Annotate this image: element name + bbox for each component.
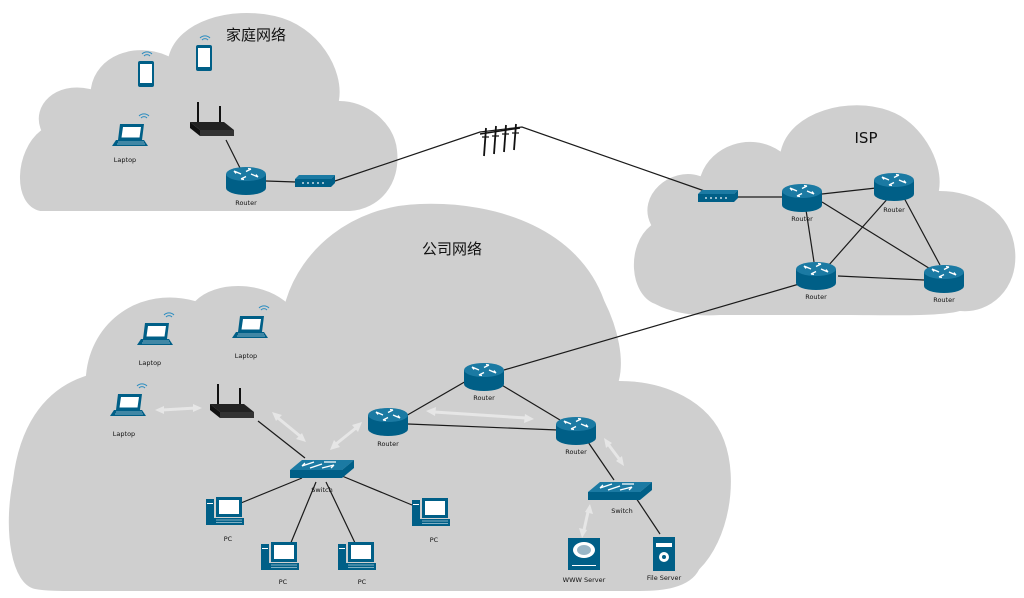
www-server-icon[interactable] xyxy=(568,538,600,570)
isp-title: ISP xyxy=(855,129,878,147)
pc-icon[interactable] xyxy=(411,497,451,527)
company-laptop-1-label: Laptop xyxy=(139,359,161,367)
antenna-icon xyxy=(479,123,521,157)
isp-router-4-label: Router xyxy=(933,296,955,304)
switch-icon[interactable] xyxy=(587,481,653,501)
router-icon[interactable] xyxy=(923,264,965,294)
router-icon[interactable] xyxy=(225,166,267,196)
switch-icon[interactable] xyxy=(289,459,355,479)
company-laptop-2-label: Laptop xyxy=(235,352,257,360)
router-icon[interactable] xyxy=(795,261,837,291)
isp-router-3-label: Router xyxy=(805,293,827,301)
company-network-title: 公司网络 xyxy=(422,240,482,258)
home-router-label: Router xyxy=(235,199,257,207)
file-server-icon[interactable] xyxy=(653,537,675,571)
company-router-top-label: Router xyxy=(473,394,495,402)
company-network-cloud xyxy=(6,201,733,593)
router-icon[interactable] xyxy=(463,362,505,392)
company-router-left-label: Router xyxy=(377,440,399,448)
router-icon[interactable] xyxy=(873,172,915,202)
company-router-right-label: Router xyxy=(565,448,587,456)
www-server-label: WWW Server xyxy=(563,576,606,584)
pc-3-label: PC xyxy=(358,578,367,586)
company-switch-server-label: Switch xyxy=(611,507,633,515)
pc-4-label: PC xyxy=(430,536,439,544)
router-icon[interactable] xyxy=(367,407,409,437)
pc-icon[interactable] xyxy=(205,496,245,526)
wireless-links xyxy=(155,404,624,538)
pc-icon[interactable] xyxy=(260,541,300,571)
pc-1-label: PC xyxy=(224,535,233,543)
isp-router-2-label: Router xyxy=(883,206,905,214)
router-icon[interactable] xyxy=(555,416,597,446)
router-icon[interactable] xyxy=(781,183,823,213)
company-switch-main-label: Switch xyxy=(311,486,333,494)
home-network-cloud xyxy=(18,11,400,213)
modem-icon[interactable] xyxy=(295,175,335,187)
company-laptop-3-label: Laptop xyxy=(113,430,135,438)
file-server-label: File Server xyxy=(647,574,682,582)
pc-icon[interactable] xyxy=(337,541,377,571)
pc-2-label: PC xyxy=(279,578,288,586)
home-laptop-label: Laptop xyxy=(114,156,136,164)
wired-links xyxy=(225,126,941,546)
isp-router-1-label: Router xyxy=(791,215,813,223)
home-network-title: 家庭网络 xyxy=(226,26,286,44)
modem-icon[interactable] xyxy=(698,190,738,202)
